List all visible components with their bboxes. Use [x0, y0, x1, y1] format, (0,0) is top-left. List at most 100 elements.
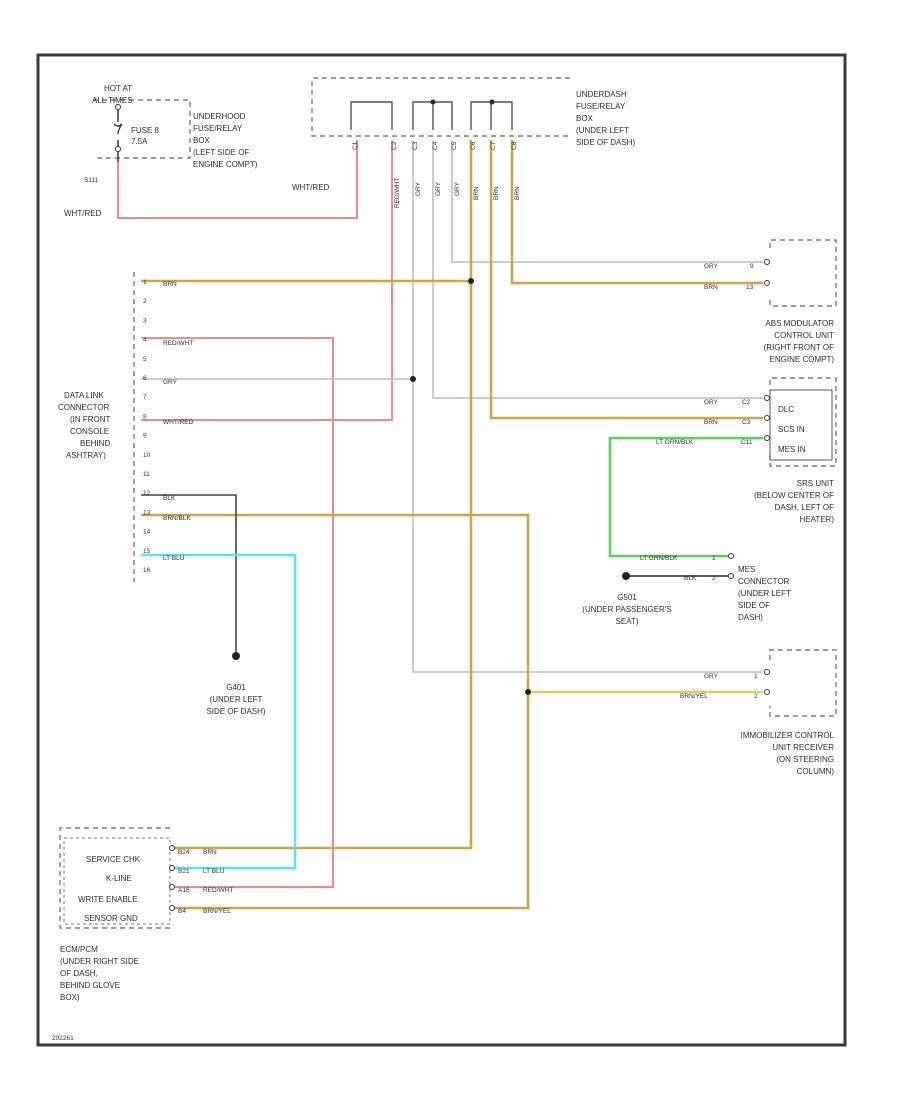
underdash-label-3: BOX: [576, 114, 594, 123]
ud-wire-2: RED/WHT: [394, 178, 401, 208]
mes-wire-1: LT GRN/BLK: [640, 555, 678, 562]
pin-circle: [764, 280, 770, 286]
underhood-label-3: BOX: [193, 136, 211, 145]
imm-label-1: IMMOBILIZER CONTROL: [741, 731, 835, 740]
wire-brn-c7: [489, 140, 763, 420]
dlc-pin-3: 3: [143, 317, 147, 324]
g401-label-2: (UNDER LEFT: [210, 695, 263, 704]
ground-g501-dot: [622, 572, 630, 580]
imm-wire-2: BRN/YEL: [680, 693, 708, 700]
srs-unit: GRY C2 BRN C3 LT GRN/BLK C11 DLC SCS IN …: [656, 377, 837, 524]
g501-label-2: (UNDER PASSENGER'S: [582, 605, 671, 614]
dlc-label-2: CONNECTOR: [58, 403, 110, 412]
wire-red-wht-ecm: [141, 337, 334, 888]
mes-label-5: DASH): [738, 613, 763, 622]
g401-label-3: SIDE OF DASH): [206, 707, 265, 716]
ground-g401: G401 (UNDER LEFT SIDE OF DASH): [206, 683, 265, 716]
pin-circle: [169, 845, 175, 851]
pin-circle: [728, 573, 734, 579]
mes-pin-2: 2: [712, 575, 716, 582]
ud-pin-c2: C2: [391, 141, 398, 150]
ud-pin-c3: C3: [412, 141, 419, 150]
wire-brn-c6: [172, 140, 473, 850]
splice-dot: [525, 689, 531, 695]
dlc-pin-1: 1: [143, 279, 147, 286]
srs-inner-scs: SCS IN: [778, 425, 805, 434]
pin-circle: [115, 146, 121, 152]
ecm-row-k-line: K-LINE: [106, 874, 132, 883]
ecm-wire-b21: LT BLU: [203, 868, 225, 875]
srs-label-2: (BELOW CENTER OF: [754, 491, 834, 500]
mes-label-3: (UNDER LEFT: [738, 589, 791, 598]
dlc-pin-16: 16: [143, 567, 151, 574]
mes-label-4: SIDE OF: [738, 601, 770, 610]
ecm-pin-b4: B4: [178, 908, 186, 915]
underhood-label-2: FUSE/RELAY: [193, 124, 243, 133]
srs-label-4: HEATER): [799, 515, 834, 524]
dlc-label-1: DATA LINK: [64, 391, 104, 400]
srs-label-3: DASH, LEFT OF: [775, 503, 835, 512]
fuse-label-1: FUSE 8: [131, 126, 160, 135]
ud-pin-c6: C6: [470, 141, 477, 150]
mes-connector: LT GRN/BLK 1 BLK 2 MES CONNECTOR (UNDER …: [582, 553, 791, 626]
ecm-label-5: BOX): [60, 993, 80, 1002]
wire-blk-dlc12: [141, 494, 237, 655]
abs-pin-9: 9: [750, 263, 754, 270]
ecm-row-write-enable: WRITE ENABLE: [78, 895, 138, 904]
dlc-pin-14: 14: [143, 529, 151, 536]
ecm-wire-a16: RED/WHT: [203, 887, 233, 894]
abs-wire-13: BRN: [704, 284, 718, 291]
ud-wire-3: GRY: [415, 181, 422, 196]
imm-pin-2: 2: [754, 693, 758, 700]
wire-wht-red-fuse: [117, 140, 358, 219]
abs-modulator: GRY 9 BRN 13 ABS MODULATOR CONTROL UNIT …: [704, 239, 837, 364]
wire-red-wht-dlc4: [141, 290, 393, 421]
ud-wire-top: WHT/RED: [292, 183, 330, 192]
hot-label-1: HOT AT: [104, 84, 132, 93]
ud-wire-8: BRN: [514, 186, 521, 200]
underdash-label-4: (UNDER LEFT: [576, 126, 629, 135]
ud-pin-c1: C1: [352, 141, 359, 150]
ecm-pin-b21: B21: [178, 868, 190, 875]
ud-wire-6: BRN: [473, 186, 480, 200]
dlc-wire-13: BRN/BLK: [163, 515, 191, 522]
dlc-pin-13: 13: [143, 509, 151, 516]
dlc-pin-5: 5: [143, 356, 147, 363]
pin-circle: [764, 669, 770, 675]
dlc-pin-11: 11: [143, 471, 150, 478]
srs-pin-c3: C3: [742, 419, 751, 426]
abs-label-3: (RIGHT FRONT OF: [764, 343, 834, 352]
g501-label-1: G501: [617, 593, 637, 602]
underdash-fuse-box: C1 C2 C3 C4 C5 C6 C7 C8 RED/WHT GRY GRY …: [292, 77, 635, 208]
mes-label-1: MES: [738, 565, 755, 574]
fuse-wire-label: WHT/RED: [64, 209, 102, 218]
ud-wire-5: GRY: [454, 181, 461, 196]
ecm-wire-b4: BRN/YEL: [203, 908, 231, 915]
ud-pin-c7: C7: [490, 141, 497, 150]
abs-label-2: CONTROL UNIT: [774, 331, 834, 340]
pin-circle: [764, 435, 770, 441]
mes-label-2: CONNECTOR: [738, 577, 790, 586]
abs-label-4: ENGINE COMPT): [770, 355, 835, 364]
dlc-pin-9: 9: [143, 433, 147, 440]
underhood-label-4: (LEFT SIDE OF: [193, 148, 249, 157]
srs-inner-dlc: DLC: [778, 405, 794, 414]
fuse-icon: [113, 123, 123, 135]
pin-circle: [169, 905, 175, 911]
dlc-pin-2: 2: [143, 298, 147, 305]
dlc-wire-4: RED/WHT: [163, 340, 193, 347]
imm-wire-1: GRY: [704, 673, 719, 680]
g501-label-3: SEAT): [616, 617, 639, 626]
dlc-wire-15: LT BLU: [163, 555, 185, 562]
srs-wire-c3: BRN: [704, 419, 718, 426]
ecm-pin-a16: A16: [178, 887, 190, 894]
underhood-fuse-box: HOT AT ALL TIMES FUSE 8 7.5A S111 WHT/RE…: [64, 84, 258, 218]
ecm-label-1: ECM/PCM: [60, 945, 98, 954]
ecm-label-4: BEHIND GLOVE: [60, 981, 120, 990]
wire-brn-blk-dlc13: [141, 513, 530, 910]
dlc-label-3: (IN FRONT: [70, 415, 111, 424]
ecm-pin-b24: B24: [178, 849, 190, 856]
abs-pin-13: 13: [746, 284, 754, 291]
pin-circle: [169, 865, 175, 871]
ecm-wire-b24: BRN: [203, 849, 217, 856]
